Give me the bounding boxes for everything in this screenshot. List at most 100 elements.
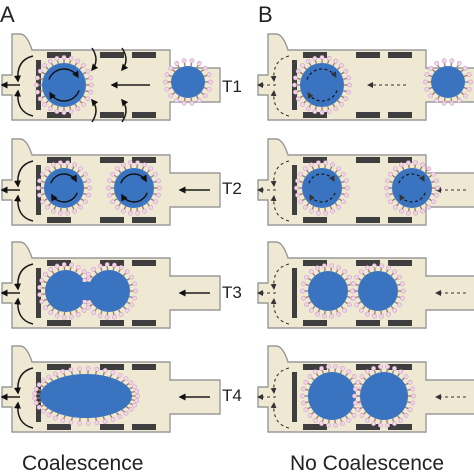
surfactant-head xyxy=(127,160,133,166)
surfactant-head xyxy=(466,86,472,92)
surfactant-head xyxy=(305,58,311,64)
micro-pillar xyxy=(100,260,124,266)
surfactant-head xyxy=(371,263,377,269)
side-flow-arrow xyxy=(270,263,290,290)
side-flow-arrow xyxy=(270,90,290,117)
side-flow-arrow xyxy=(13,194,34,222)
surfactant-head xyxy=(78,166,84,172)
surfactant-head xyxy=(174,60,180,66)
surfactant-head xyxy=(134,388,140,394)
surfactant-head xyxy=(308,307,314,313)
surfactant-head xyxy=(434,98,440,104)
surfactant-head xyxy=(196,60,202,66)
surfactant-head xyxy=(449,100,455,106)
surfactant-head xyxy=(81,63,86,68)
side-flow-arrow xyxy=(13,401,34,429)
surfactant-head xyxy=(315,210,321,216)
surfactant-head xyxy=(300,63,305,68)
surfactant-head xyxy=(420,162,425,168)
micro-pillar xyxy=(47,157,71,163)
surfactant-head xyxy=(88,75,93,81)
surfactant-head xyxy=(124,269,130,275)
surfactant-head xyxy=(97,313,103,319)
surfactant-head xyxy=(424,72,430,78)
surfactant-head xyxy=(156,192,161,198)
surfactant-head xyxy=(300,386,306,392)
surfactant-head xyxy=(206,86,212,92)
surfactant-head xyxy=(106,185,111,191)
surfactant-head xyxy=(51,208,56,214)
surfactant-head xyxy=(32,395,38,401)
surfactant-head xyxy=(81,102,86,107)
surfactant-head xyxy=(123,410,129,416)
surfactant-head xyxy=(104,315,110,320)
surfactant-head xyxy=(347,274,352,280)
surfactant-head xyxy=(86,178,91,184)
micro-pillar xyxy=(356,364,380,370)
surfactant-head xyxy=(342,307,348,313)
surfactant-head xyxy=(343,96,349,102)
surfactant-head xyxy=(104,262,110,267)
surfactant-head xyxy=(321,313,327,319)
surfactant-head xyxy=(346,75,351,81)
surfactant-head xyxy=(47,58,53,64)
surfactant-head xyxy=(78,204,84,210)
surfactant-head xyxy=(44,166,50,172)
surfactant-head xyxy=(34,82,39,88)
surfactant-head xyxy=(107,178,112,184)
surfactant-head xyxy=(36,382,42,388)
surfactant-head xyxy=(46,412,52,418)
surfactant-head xyxy=(392,307,398,313)
micro-pillar xyxy=(292,372,297,422)
surfactant-head xyxy=(308,269,314,275)
surfactant-head xyxy=(407,407,413,413)
circulation-arrow xyxy=(306,68,337,80)
surfactant-head xyxy=(148,204,154,210)
panel-letter-a: A xyxy=(0,2,15,27)
surfactant-head xyxy=(410,400,416,406)
surfactant-head xyxy=(336,204,342,210)
surfactant-head xyxy=(413,210,419,216)
surfactant-head xyxy=(293,75,298,81)
surfactant-head xyxy=(346,89,351,95)
surfactant-head xyxy=(132,402,137,408)
surfactant-head xyxy=(435,185,440,191)
surfactant-head xyxy=(344,192,349,198)
surfactant-head xyxy=(462,93,468,99)
surfactant-head xyxy=(52,415,58,421)
surfactant-head xyxy=(384,185,389,191)
surfactant-head xyxy=(127,210,133,216)
surfactant-head xyxy=(400,295,405,301)
micro-pillar xyxy=(36,372,41,422)
surfactant-head xyxy=(303,407,309,413)
circulation-arrow xyxy=(50,173,77,184)
surfactant-head xyxy=(32,391,38,397)
side-flow-arrow xyxy=(270,160,290,187)
surfactant-head xyxy=(189,100,195,106)
surfactant-head xyxy=(386,265,391,271)
surfactant-head xyxy=(378,364,383,370)
micro-pillar xyxy=(388,364,412,370)
surfactant-head xyxy=(48,310,54,316)
surfactant-head xyxy=(85,366,91,371)
surfactant-head xyxy=(420,208,425,214)
surfactant-head xyxy=(181,58,187,64)
surfactant-head xyxy=(302,166,308,172)
micro-pillar xyxy=(100,320,124,326)
micro-pillar xyxy=(356,157,380,163)
surfactant-head xyxy=(326,364,331,370)
surfactant-head xyxy=(292,82,297,88)
surfactant-head xyxy=(61,315,67,320)
droplet xyxy=(423,58,473,106)
surfactant-head xyxy=(379,313,385,319)
surfactant-head xyxy=(57,210,63,216)
surfactant-head xyxy=(300,102,305,107)
droplet xyxy=(292,55,352,115)
surfactant-head xyxy=(128,407,134,412)
surfactant-head xyxy=(42,63,47,68)
micro-pillar xyxy=(132,260,156,266)
surfactant-head xyxy=(128,380,134,385)
time-label-t3: T3 xyxy=(222,283,242,302)
surfactant-head xyxy=(333,364,338,370)
surfactant-head xyxy=(434,60,440,66)
